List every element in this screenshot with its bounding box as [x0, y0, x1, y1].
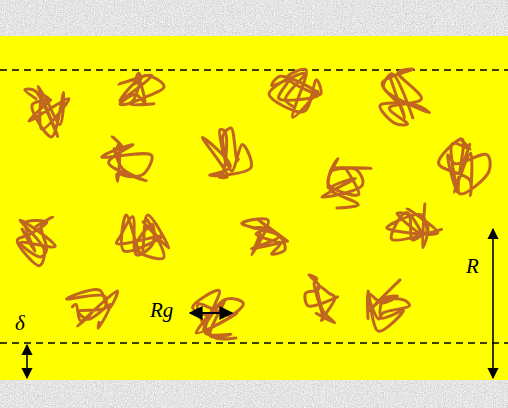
fluid-region	[0, 36, 508, 380]
delta-arrow	[26, 345, 28, 378]
r-arrow	[492, 229, 494, 378]
polymer-coil	[242, 219, 288, 255]
polymer-coil	[367, 280, 409, 331]
gap-label: δ	[15, 313, 25, 334]
polymer-coil	[202, 128, 251, 178]
polymer-coil	[269, 69, 321, 117]
polymer-coils	[17, 69, 490, 339]
gyration-radius-label: Rg	[150, 300, 173, 321]
polymer-coil	[25, 86, 69, 137]
polymer-coil	[387, 204, 442, 248]
polymer-coil	[102, 136, 152, 181]
depletion-boundary	[0, 69, 508, 71]
polymer-coil	[322, 159, 371, 208]
polymer-coil	[116, 215, 168, 259]
polymer-coil	[439, 139, 491, 196]
polymer-coil	[193, 290, 244, 339]
polymer-coil	[67, 289, 118, 328]
polymer-coil	[17, 217, 55, 266]
depletion-boundary	[0, 342, 508, 344]
bottom-wall	[0, 380, 508, 408]
polymer-coil	[119, 73, 164, 105]
top-wall	[0, 0, 508, 36]
rg-arrow	[190, 312, 232, 314]
polymer-coil	[380, 69, 430, 125]
radius-label: R	[466, 256, 479, 277]
polymer-coil	[305, 275, 338, 323]
